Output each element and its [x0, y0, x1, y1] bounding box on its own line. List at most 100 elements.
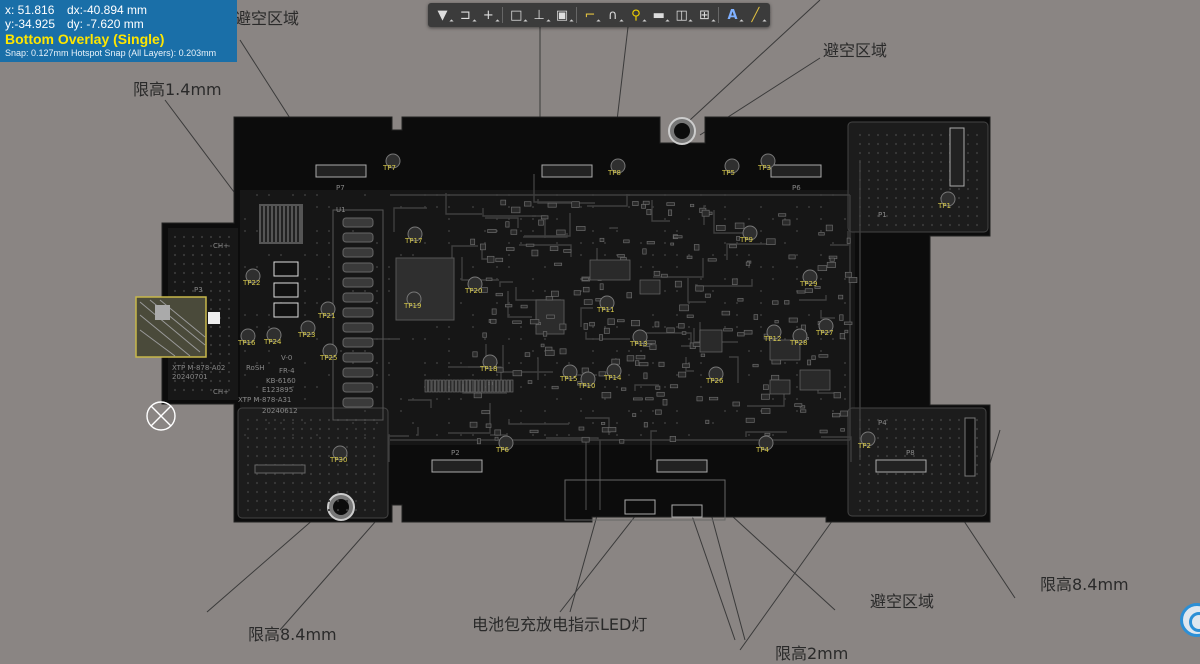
test-point-pad[interactable]	[606, 363, 622, 379]
silk-v0: V-0	[281, 354, 292, 362]
test-point-label: TP18	[479, 365, 497, 373]
silk-ch-plus-bottom: CH+	[213, 388, 229, 396]
test-point-label: TP2	[857, 442, 871, 450]
test-point-pad[interactable]	[766, 324, 782, 340]
test-point-pad[interactable]	[940, 191, 956, 207]
test-point-label: TP30	[329, 456, 347, 464]
silk-p4: P4	[878, 419, 887, 427]
hud-dx: dx:-40.894 mm	[67, 3, 148, 17]
note-keepout-top-right: 避空区域	[823, 41, 888, 60]
note-height-bottom-right: 限高8.4mm	[1040, 575, 1129, 594]
test-point-label: TP7	[382, 164, 396, 172]
filter-icon[interactable]: ▼	[432, 5, 453, 25]
test-point-pad[interactable]	[562, 364, 578, 380]
test-point-labels: TP22TP23TP24TP25TP21TP16TP17TP19TP20TP18…	[237, 164, 951, 464]
test-point-label: TP10	[577, 382, 595, 390]
test-point-label: TP3	[757, 164, 771, 172]
test-point-pad[interactable]	[632, 329, 648, 345]
route-icon[interactable]: ⊐	[455, 5, 476, 25]
test-point-label: TP25	[319, 354, 337, 362]
test-point-pad[interactable]	[610, 158, 626, 174]
silk-date2: 20240612	[262, 407, 298, 415]
test-point-label: TP22	[242, 279, 260, 287]
crosshair-target-icon	[146, 401, 176, 431]
toolbar-separator	[718, 7, 720, 23]
silk-p3: P3	[194, 286, 203, 294]
silk-part1: XTP M-878-A02	[172, 364, 225, 372]
test-point-pad[interactable]	[300, 320, 316, 336]
silk-date1: 20240701	[172, 373, 208, 381]
pcb-board[interactable]	[135, 116, 991, 523]
silk-kb: KB-6160	[266, 377, 296, 385]
test-point-pad[interactable]	[385, 153, 401, 169]
silk-p2: P2	[451, 449, 460, 457]
line-icon[interactable]: ╱	[745, 5, 766, 25]
component-icon[interactable]: ▣	[552, 5, 573, 25]
track-icon[interactable]: ⌐	[580, 5, 601, 25]
test-point-label: TP28	[789, 339, 807, 347]
text-icon[interactable]: A	[722, 5, 743, 25]
test-point-label: TP6	[495, 446, 509, 454]
test-point-label: TP1	[937, 202, 951, 210]
arc-icon[interactable]: ∩	[602, 5, 623, 25]
test-point-pad[interactable]	[580, 371, 596, 387]
test-point-label: TP17	[404, 237, 422, 245]
test-point-pad[interactable]	[792, 328, 808, 344]
toolbar-separator	[575, 7, 577, 23]
test-point-pad[interactable]	[467, 276, 483, 292]
silk-ch-plus-top: CH+	[213, 242, 229, 250]
silk-p7: P7	[336, 184, 345, 192]
align-icon[interactable]: ⊥	[529, 5, 550, 25]
test-point-pad[interactable]	[860, 431, 876, 447]
hud-snap: Snap: 0.127mm Hotspot Snap (All Layers):…	[5, 48, 217, 58]
coordinate-hud: x: 51.816 dx:-40.894 mm y:-34.925 dy: -7.6…	[0, 0, 237, 62]
silk-rosh: RoSH	[246, 364, 265, 372]
region-icon[interactable]: ◫	[671, 5, 692, 25]
test-point-pad[interactable]	[498, 435, 514, 451]
test-point-label: TP20	[464, 287, 482, 295]
note-height-bottom-mid: 限高2mm	[775, 644, 849, 663]
note-height-top-left: 限高1.4mm	[133, 80, 222, 99]
test-point-pad[interactable]	[320, 301, 336, 317]
note-led-indicator: 电池包充放电指示LED灯	[472, 615, 648, 634]
hud-dy: dy: -7.620 mm	[67, 17, 144, 31]
test-point-pad[interactable]	[742, 225, 758, 241]
test-point-label: TP14	[603, 374, 622, 382]
test-point-pad[interactable]	[708, 366, 724, 382]
test-point-label: TP5	[721, 169, 735, 177]
dimension-icon[interactable]: ⊞	[694, 5, 715, 25]
test-point-pad[interactable]	[240, 328, 256, 344]
test-point-label: TP21	[317, 312, 335, 320]
polygon-icon[interactable]: ▬	[648, 5, 669, 25]
silk-p1: P1	[878, 211, 887, 219]
cross-icon[interactable]: +	[478, 5, 499, 25]
test-point-pad[interactable]	[332, 445, 348, 461]
rect-select-icon[interactable]: □	[506, 5, 527, 25]
test-point-pad[interactable]	[245, 268, 261, 284]
test-point-pad[interactable]	[322, 343, 338, 359]
test-point-pad[interactable]	[724, 158, 740, 174]
test-point-pad[interactable]	[760, 153, 776, 169]
help-icon[interactable]	[1180, 603, 1200, 637]
silk-e-num: E123895	[262, 386, 293, 394]
test-point-pad[interactable]	[406, 291, 422, 307]
test-point-pad[interactable]	[407, 226, 423, 242]
test-point-pad[interactable]	[599, 295, 615, 311]
test-point-pad[interactable]	[266, 327, 282, 343]
test-point-pad[interactable]	[482, 354, 498, 370]
test-point-label: TP19	[403, 302, 421, 310]
hud-y: y:-34.925	[5, 17, 56, 31]
test-point-label: TP23	[297, 331, 315, 339]
hud-x: x: 51.816	[5, 3, 55, 17]
test-point-pad[interactable]	[758, 435, 774, 451]
hud-row-x: x: 51.816 dx:-40.894 mm	[5, 3, 232, 17]
via-icon[interactable]: ⚲	[625, 5, 646, 25]
test-point-label: TP15	[559, 375, 577, 383]
silk-u1: U1	[336, 206, 346, 214]
test-point-label: TP29	[799, 280, 817, 288]
test-point-label: TP4	[755, 446, 769, 454]
test-point-pad[interactable]	[818, 318, 834, 334]
test-point-pad[interactable]	[802, 269, 818, 285]
note-keepout-top-left: 避空区域	[235, 9, 300, 28]
